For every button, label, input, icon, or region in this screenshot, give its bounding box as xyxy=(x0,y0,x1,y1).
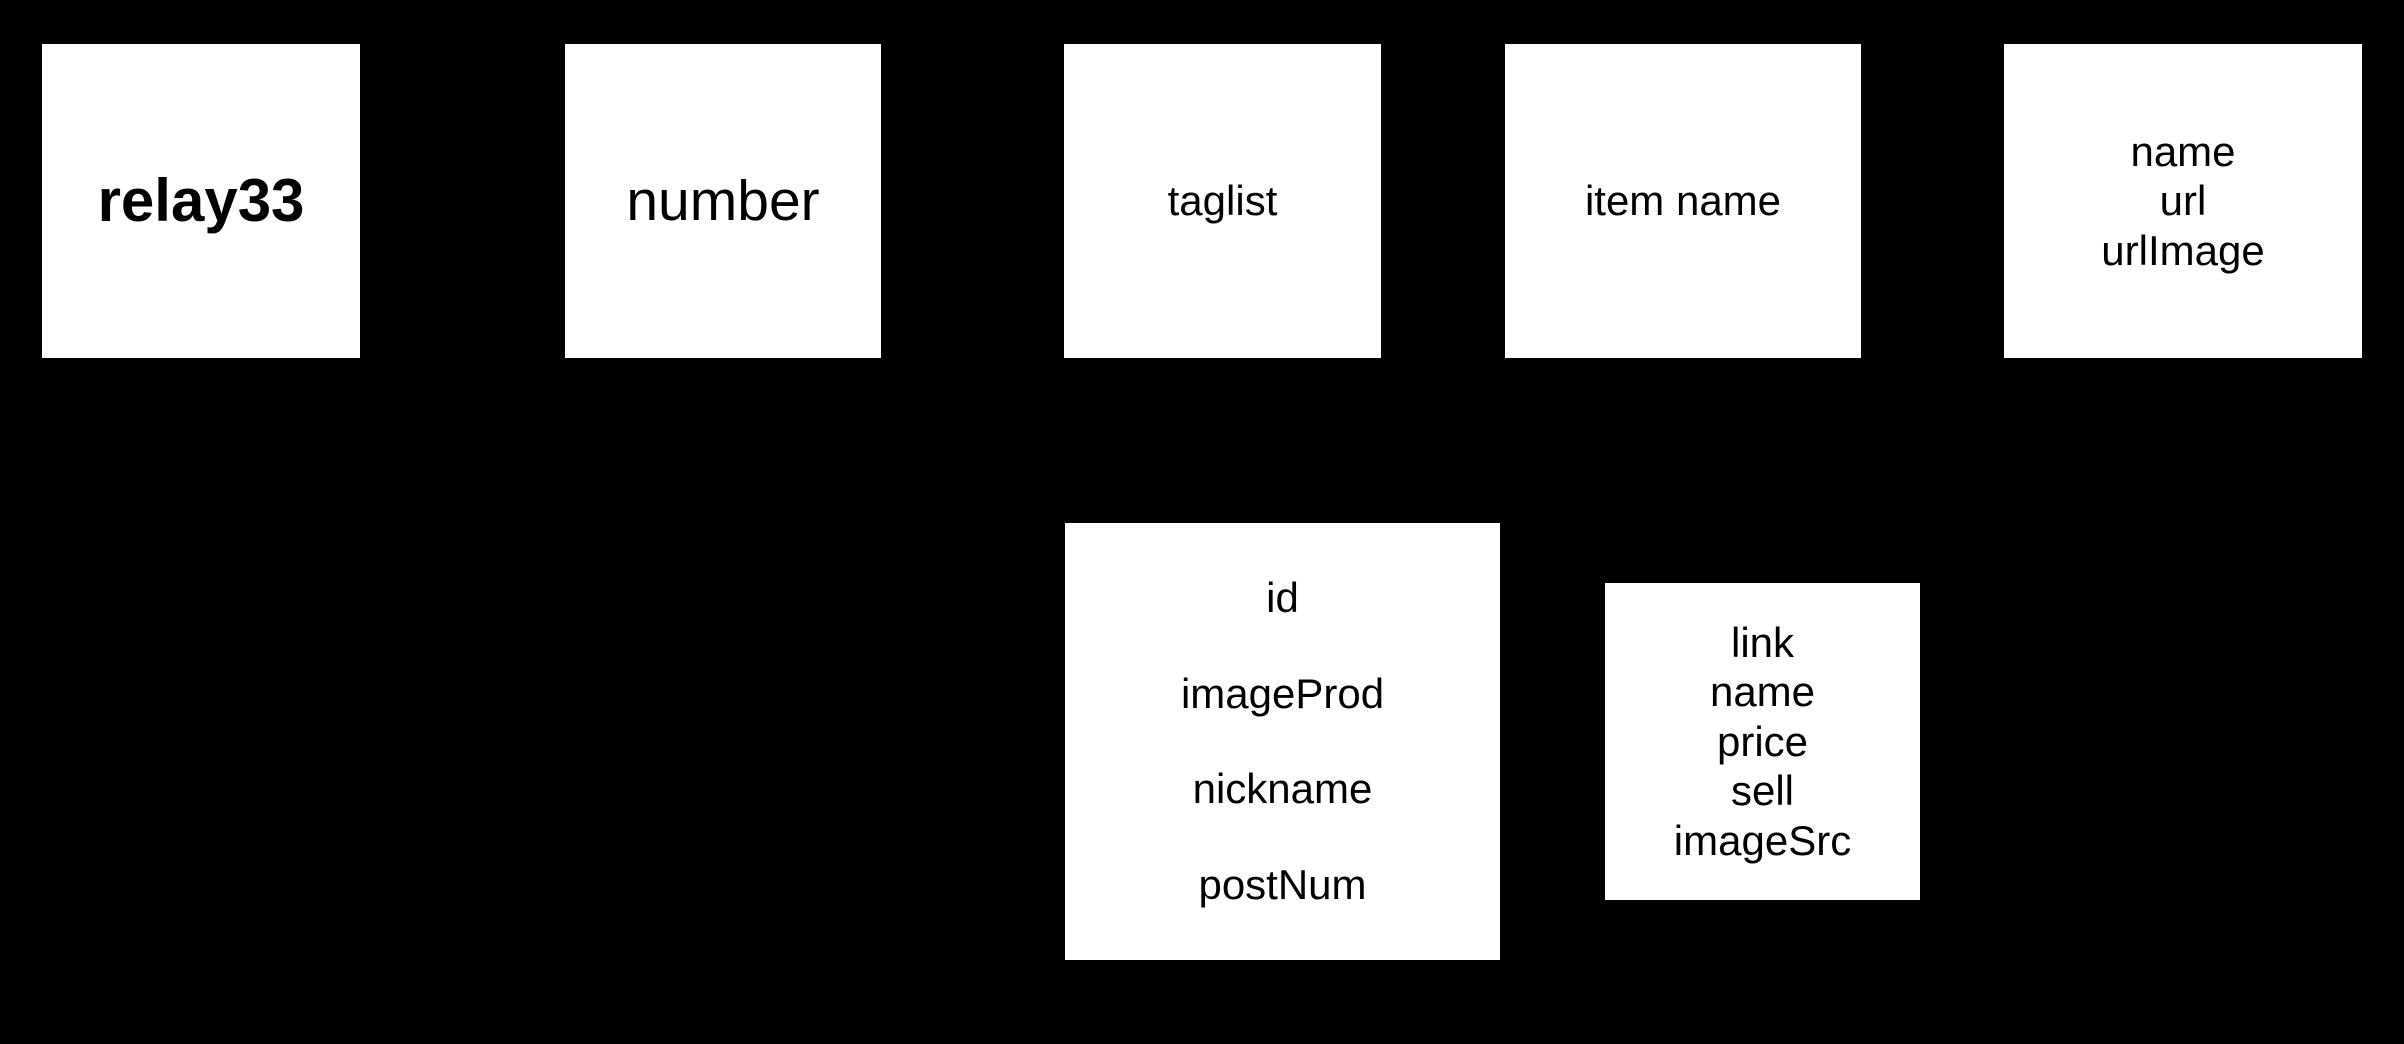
node-taglist-line-1: taglist xyxy=(1167,177,1278,224)
node-link-line-3: price xyxy=(1716,717,1809,765)
node-link-line-1: link xyxy=(1730,618,1795,666)
node-number-line-1: number xyxy=(626,168,820,233)
node-link-line-2: name xyxy=(1709,668,1816,716)
node-name-url-urlimage-line-3: urlImage xyxy=(2101,226,2265,274)
node-item-name[interactable]: item name xyxy=(1505,44,1861,358)
node-name-url-urlimage-line-2: url xyxy=(2159,177,2207,225)
node-id-line-4: postNum xyxy=(1198,861,1367,909)
node-id-line-3: nickname xyxy=(1192,765,1373,813)
node-relay33-line-1: relay33 xyxy=(97,167,305,234)
node-link-name-price-sell-imagesrc[interactable]: link name price sell imageSrc xyxy=(1605,583,1920,900)
node-name-url-urlimage-line-1: name xyxy=(2130,127,2236,175)
node-number[interactable]: number xyxy=(565,44,881,358)
node-name-url-urlimage[interactable]: name url urlImage xyxy=(2004,44,2362,358)
node-id-line-2: imageProd xyxy=(1180,669,1385,717)
node-taglist[interactable]: taglist xyxy=(1064,44,1381,358)
node-item-name-line-1: item name xyxy=(1584,177,1782,224)
node-id-line-1: id xyxy=(1266,573,1299,621)
node-id-imageprod-nickname-postnum[interactable]: id imageProd nickname postNum xyxy=(1065,523,1500,960)
node-relay33[interactable]: relay33 xyxy=(42,44,360,358)
node-link-line-4: sell xyxy=(1730,767,1795,815)
node-link-line-5: imageSrc xyxy=(1673,816,1852,864)
